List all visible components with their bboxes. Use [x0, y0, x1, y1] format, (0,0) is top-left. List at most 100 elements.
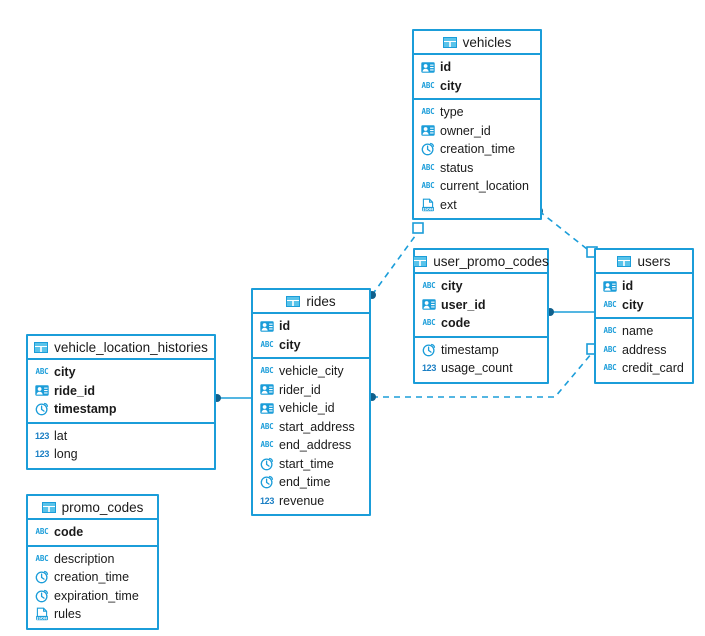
abc-text-icon: ABC [260, 339, 274, 349]
column-label: creation_time [440, 142, 516, 157]
relationship-endpoint-square [412, 222, 424, 234]
column-rules[interactable]: JSON rules [28, 605, 157, 624]
abc-text-icon: ABC [260, 421, 274, 431]
column-label: name [622, 324, 654, 339]
abc-text-icon: ABC [421, 181, 435, 191]
column-label: city [279, 337, 301, 352]
column-label: vehicle_id [279, 401, 335, 416]
column-label: ext [440, 197, 457, 212]
column-id[interactable]: id [596, 277, 692, 296]
abc-text-icon: ABC [603, 326, 617, 336]
clock-icon [35, 589, 49, 603]
id-badge-icon [260, 401, 274, 415]
column-label: usage_count [441, 361, 513, 376]
abc-text-icon: ABC [421, 107, 435, 117]
relationship-vlh-to-rides[interactable] [213, 394, 251, 402]
id-badge-icon [421, 60, 435, 74]
column-expiration_time[interactable]: expiration_time [28, 587, 157, 606]
abc-text-icon: ABC [422, 281, 436, 291]
clock-icon [260, 475, 274, 489]
column-owner_id[interactable]: owner_id [414, 122, 540, 141]
column-name[interactable]: ABC name [596, 322, 692, 341]
abc-text-icon: ABC [35, 553, 49, 563]
svg-text:JSON: JSON [36, 617, 47, 621]
column-creation_time[interactable]: creation_time [414, 140, 540, 159]
abc-text-icon: ABC [603, 299, 617, 309]
column-end_time[interactable]: end_time [253, 473, 369, 492]
column-city[interactable]: ABC city [414, 77, 540, 96]
table-header-rides[interactable]: rides [253, 290, 369, 314]
column-label: credit_card [622, 361, 684, 376]
abc-text-icon: ABC [35, 367, 49, 377]
clock-icon [260, 457, 274, 471]
abc-text-icon: ABC [603, 344, 617, 354]
abc-text-icon: ABC [421, 80, 435, 90]
table-header-promo_codes[interactable]: promo_codes [28, 496, 157, 520]
column-id[interactable]: id [414, 58, 540, 77]
table-grid-icon [34, 340, 49, 354]
column-type[interactable]: ABC type [414, 103, 540, 122]
abc-text-icon: ABC [260, 440, 274, 450]
column-timestamp[interactable]: timestamp [415, 341, 547, 360]
column-label: id [279, 319, 291, 334]
table-grid-icon [41, 500, 56, 514]
svg-text:JSON: JSON [422, 207, 433, 211]
abc-text-icon: ABC [260, 366, 274, 376]
column-creation_time[interactable]: creation_time [28, 568, 157, 587]
column-label: rules [54, 607, 82, 622]
column-label: city [440, 78, 462, 93]
column-timestamp[interactable]: timestamp [28, 400, 214, 419]
table-title: vehicle_location_histories [54, 339, 208, 355]
column-ride_id[interactable]: ride_id [28, 382, 214, 401]
table-grid-icon [413, 254, 428, 268]
clock-icon [35, 402, 49, 416]
column-start_time[interactable]: start_time [253, 455, 369, 474]
table-title: promo_codes [61, 499, 144, 515]
table-header-vehicle_location_histories[interactable]: vehicle_location_histories [28, 336, 214, 360]
column-vehicle_id[interactable]: vehicle_id [253, 399, 369, 418]
abc-text-icon: ABC [422, 318, 436, 328]
column-label: address [622, 342, 667, 357]
column-ext[interactable]: JSON ext [414, 196, 540, 215]
123-number-icon: 123 [34, 430, 50, 441]
table-header-vehicles[interactable]: vehicles [414, 31, 540, 55]
column-label: timestamp [54, 402, 117, 417]
relationship-upc-to-users[interactable] [546, 308, 594, 316]
column-user_id[interactable]: user_id [415, 296, 547, 315]
column-city[interactable]: ABC city [253, 336, 369, 355]
clock-icon [421, 142, 435, 156]
column-id[interactable]: id [253, 317, 369, 336]
column-address[interactable]: ABC address [596, 341, 692, 360]
table-header-user_promo_codes[interactable]: user_promo_codes [413, 250, 549, 274]
table-header-users[interactable]: users [596, 250, 692, 274]
column-label: type [440, 105, 464, 120]
column-rider_id[interactable]: rider_id [253, 381, 369, 400]
